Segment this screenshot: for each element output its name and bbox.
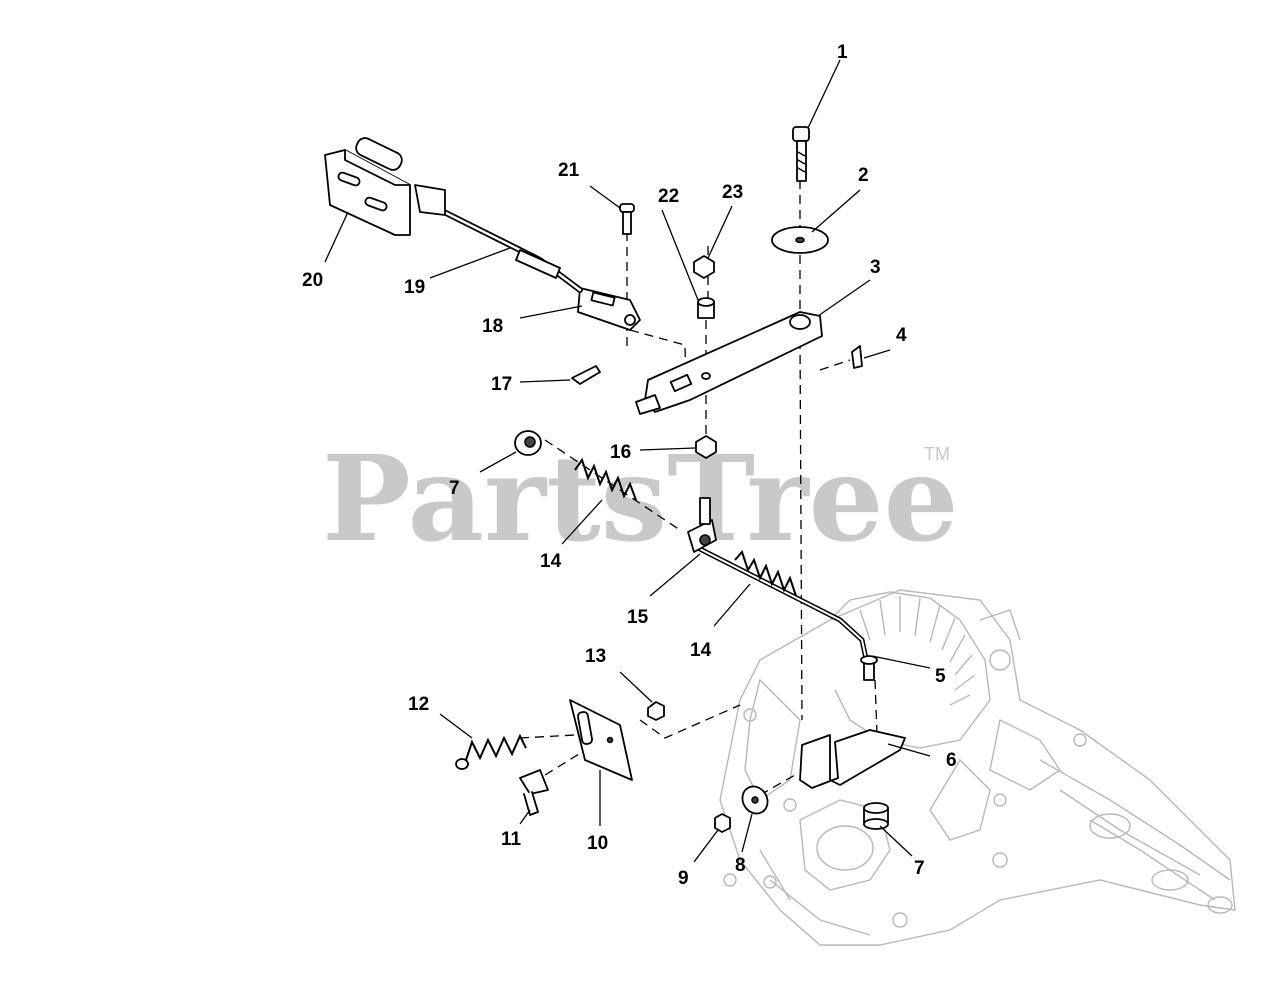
callout-22: 22	[658, 186, 679, 207]
callout-6: 6	[946, 750, 957, 771]
part-7-spacer-top	[514, 430, 542, 456]
part-11-bolt	[519, 769, 549, 816]
callouts: 1 2 3 4 5 6 7 7 8 9 10 11 12 13 14 14 15…	[302, 42, 957, 889]
part-12-spring	[455, 733, 527, 770]
watermark: PartsTree TM	[322, 429, 959, 568]
callout-11: 11	[501, 829, 522, 850]
callout-16: 16	[610, 442, 631, 463]
callout-14-upper: 14	[540, 551, 562, 572]
part-13-nut	[647, 701, 665, 721]
callout-12: 12	[408, 694, 429, 715]
part-3-lever	[635, 311, 823, 415]
watermark-text: PartsTree	[322, 429, 959, 568]
part-5-rod	[695, 545, 878, 681]
callout-18: 18	[482, 316, 503, 337]
callout-13: 13	[585, 646, 606, 667]
part-23-nut	[693, 255, 715, 279]
callout-23: 23	[722, 182, 743, 203]
callout-17: 17	[491, 374, 512, 395]
callout-7-lower: 7	[914, 858, 925, 879]
parts	[324, 126, 906, 833]
part-8-washer	[741, 785, 769, 815]
callout-3: 3	[870, 257, 881, 278]
callout-21: 21	[558, 160, 580, 181]
callout-15: 15	[627, 607, 649, 628]
part-14-spring-lower	[734, 550, 797, 597]
part-2-washer	[771, 226, 829, 254]
callout-7-upper: 7	[449, 478, 460, 499]
callout-10: 10	[587, 833, 608, 854]
callout-14-lower: 14	[690, 640, 712, 661]
leader-lines	[324, 59, 931, 863]
part-18-clevis	[577, 287, 641, 331]
part-17-cotter-pin	[571, 365, 601, 385]
callout-4: 4	[896, 325, 907, 346]
callout-5: 5	[935, 666, 946, 687]
part-15-swivel	[687, 497, 717, 553]
callout-19: 19	[404, 277, 425, 298]
part-20-bracket	[324, 137, 446, 236]
part-22-spacer	[697, 297, 715, 319]
part-7-spacer-bottom	[863, 802, 889, 830]
callout-2: 2	[858, 165, 869, 186]
callout-8: 8	[735, 855, 746, 876]
part-6-bracket	[799, 729, 906, 789]
part-4-key	[851, 345, 863, 369]
part-14-spring-upper	[574, 457, 637, 501]
part-19-cable	[437, 207, 583, 293]
callout-1: 1	[837, 42, 848, 63]
part-16-nut	[695, 435, 717, 459]
part-9-nut	[714, 813, 731, 833]
callout-9: 9	[678, 868, 689, 889]
part-21-pin	[619, 203, 635, 235]
watermark-trademark: TM	[924, 444, 950, 464]
part-10-plate	[569, 699, 633, 781]
transaxle-housing	[719, 589, 1236, 946]
callout-20: 20	[302, 270, 323, 291]
part-1-bolt	[792, 126, 810, 182]
